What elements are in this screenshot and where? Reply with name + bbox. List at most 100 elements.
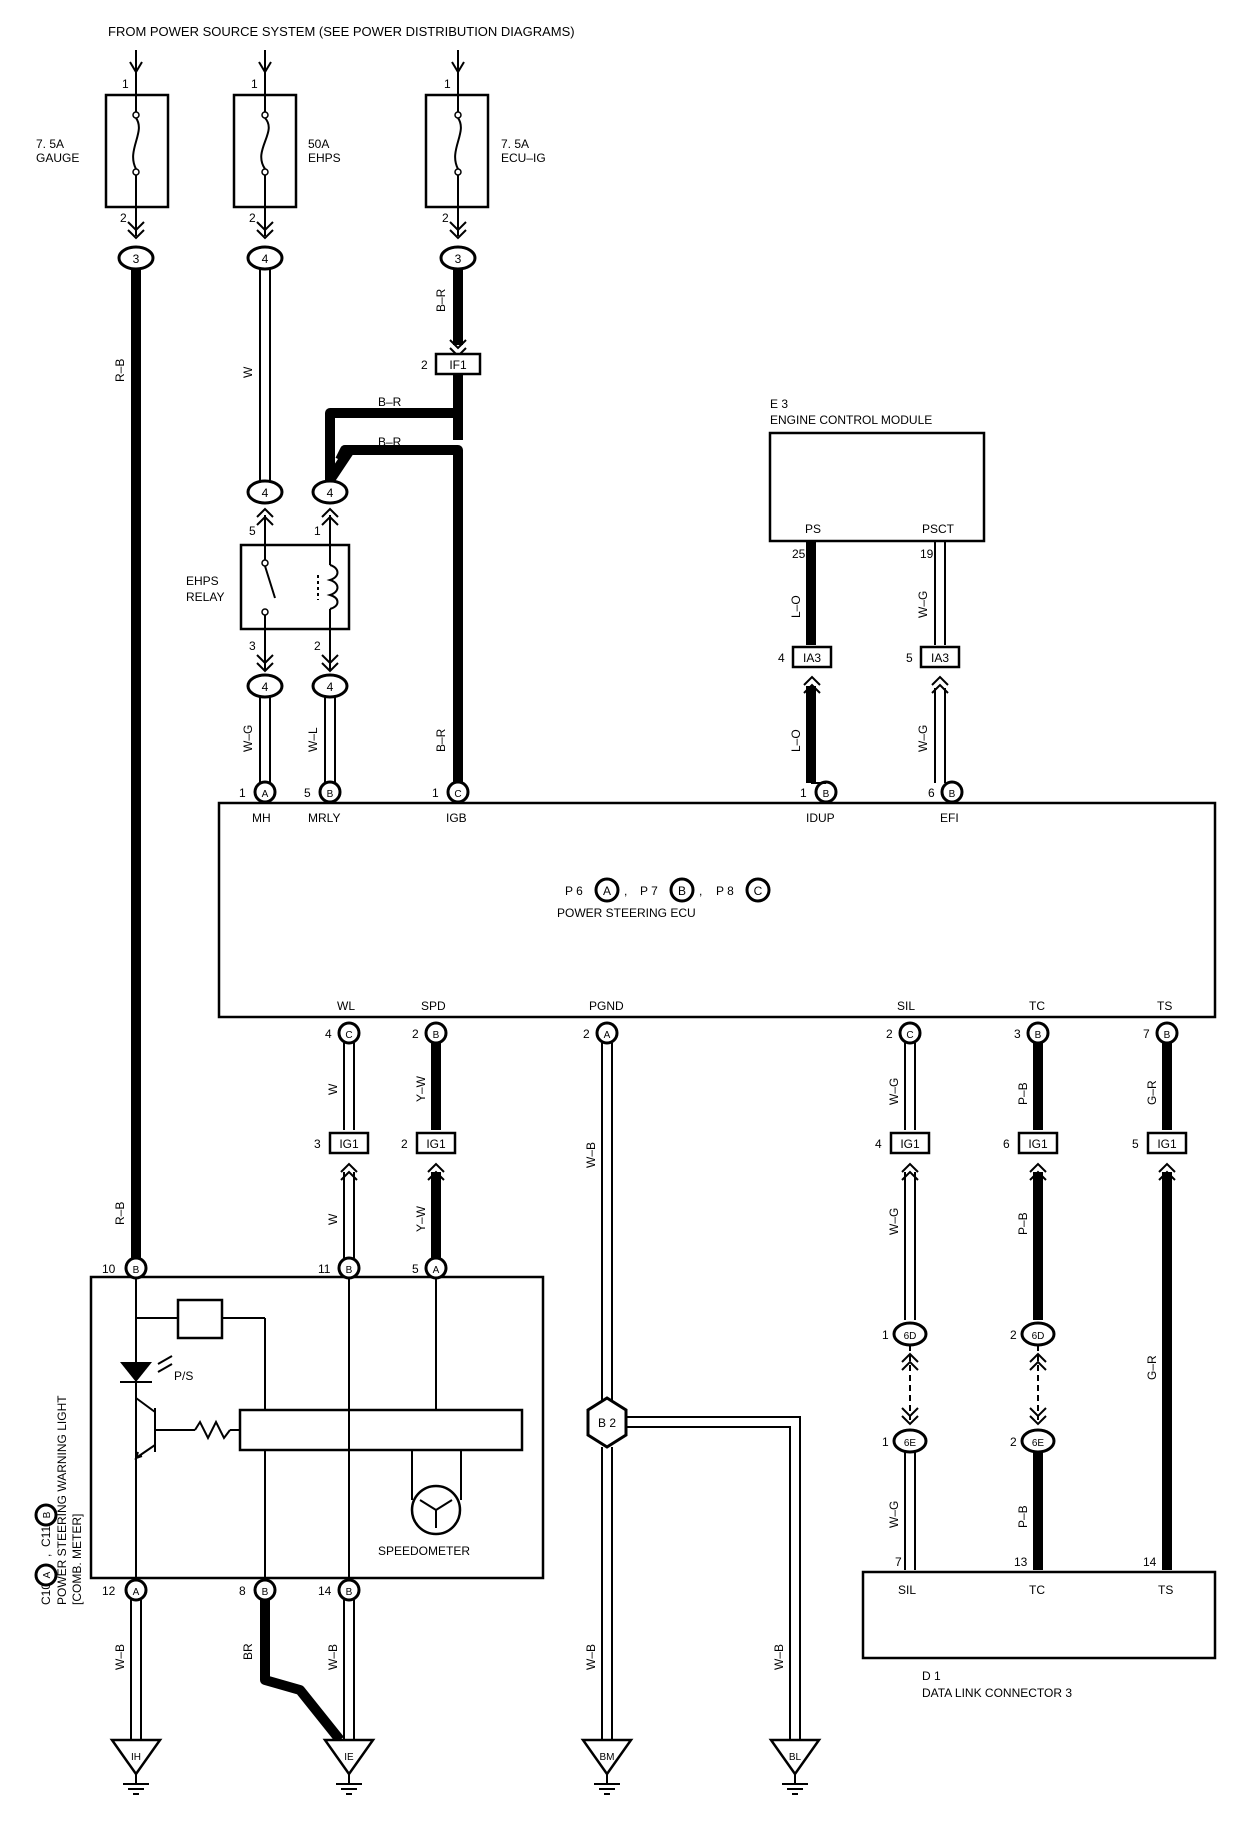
connector-ia3-psct: IA3 5: [906, 645, 961, 669]
svg-text:B: B: [433, 1030, 440, 1041]
connector-ig1-tc: IG1 6: [1003, 1131, 1059, 1155]
svg-text:5: 5: [304, 786, 311, 800]
svg-text:2: 2: [401, 1137, 408, 1151]
fuse-gauge-rating: 7. 5A: [36, 137, 64, 151]
svg-text:MRLY: MRLY: [308, 811, 340, 825]
svg-text:PGND: PGND: [589, 999, 624, 1013]
svg-text:L–O: L–O: [789, 729, 803, 752]
ecu-pin-ts: TS B 7: [1143, 999, 1179, 1045]
wire-w-ehps: [259, 269, 271, 481]
svg-text:25: 25: [792, 547, 806, 561]
fuse-gauge-pin-bottom: 2: [120, 211, 127, 225]
connector-gauge-out: 3: [117, 245, 155, 271]
ecm-id: E 3: [770, 397, 788, 411]
wire-wg-sil-bottom: [904, 1452, 916, 1570]
svg-text:A: A: [604, 1030, 611, 1041]
fuse-gauge-name: GAUGE: [36, 151, 79, 165]
svg-text:6: 6: [928, 786, 935, 800]
svg-text:,: ,: [699, 884, 702, 898]
svg-text:P 8: P 8: [716, 884, 734, 898]
svg-text:B–R: B–R: [434, 288, 448, 312]
svg-text:19: 19: [920, 547, 934, 561]
svg-text:POWER STEERING WARNING LIGHT: POWER STEERING WARNING LIGHT: [55, 1395, 69, 1605]
svg-text:10: 10: [102, 1262, 116, 1276]
svg-text:SIL: SIL: [898, 1583, 916, 1597]
fuse-ecu-rating: 7. 5A: [501, 137, 529, 151]
svg-text:P–B: P–B: [1016, 1212, 1030, 1235]
connector-ig1-wl: IG1 3: [314, 1131, 370, 1155]
svg-text:B–R: B–R: [378, 435, 402, 449]
svg-text:5: 5: [249, 524, 256, 538]
ehps-relay: EHPS RELAY: [186, 515, 351, 670]
svg-text:3: 3: [249, 639, 256, 653]
svg-text:IH: IH: [131, 1752, 141, 1763]
relay-label-2: RELAY: [186, 590, 224, 604]
svg-text:TC: TC: [1029, 999, 1045, 1013]
fuse-ecu-pin-bottom: 2: [442, 211, 449, 225]
svg-text:W–G: W–G: [916, 725, 930, 752]
svg-text:W: W: [326, 1213, 340, 1225]
connector-ig1-ts: IG1 5: [1132, 1131, 1188, 1155]
ecu-name: POWER STEERING ECU: [557, 906, 696, 920]
svg-text:IGB: IGB: [446, 811, 467, 825]
svg-text:B: B: [133, 1265, 140, 1276]
wire-wg-sil-mid: [904, 1172, 916, 1320]
svg-text:IA3: IA3: [931, 651, 949, 665]
meter-pin-10: B 10: [102, 1256, 148, 1280]
svg-text:14: 14: [1143, 1555, 1157, 1569]
connector-ia3-ps: IA3 4: [778, 645, 833, 669]
svg-text:A: A: [603, 884, 611, 898]
splice-b2: B 2: [586, 1396, 628, 1449]
svg-text:D 1: D 1: [922, 1669, 941, 1683]
svg-text:BR: BR: [241, 1643, 255, 1660]
svg-text:1: 1: [239, 786, 246, 800]
connector-relay-out-a: 4: [246, 673, 284, 699]
svg-text:,: ,: [39, 1554, 53, 1557]
svg-text:WL: WL: [337, 999, 355, 1013]
wire-wg-mh: [259, 697, 271, 783]
fuse-ehps-pin-bottom: 2: [249, 211, 256, 225]
svg-text:C: C: [754, 884, 763, 898]
fuse-ehps-rating: 50A: [308, 137, 329, 151]
svg-text:3: 3: [314, 1137, 321, 1151]
svg-text:2: 2: [412, 1027, 419, 1041]
connector-6e-tc: 6E 2: [1010, 1428, 1056, 1454]
svg-text:C: C: [454, 789, 461, 800]
svg-text:P–B: P–B: [1016, 1082, 1030, 1105]
svg-text:4: 4: [325, 1027, 332, 1041]
ecu-pin-pgnd: PGND A 2: [583, 999, 624, 1045]
wire-wb-ie: [343, 1600, 355, 1740]
connector-6d-sil: 6D 1: [882, 1321, 928, 1347]
svg-text:,: ,: [624, 884, 627, 898]
ecu-pin-idup: B 1 IDUP: [800, 780, 838, 825]
connector-ehps-out: 4: [246, 245, 284, 271]
fuse-gauge: 1 7. 5A GAUGE 2: [36, 50, 170, 239]
svg-text:1: 1: [882, 1435, 889, 1449]
wire-wb-ih: [130, 1600, 142, 1740]
fuse-ecu-ig: 1 7. 5A ECU–IG 2: [424, 50, 546, 239]
data-link-connector: 7 13 14 SIL TC TS D 1 DATA LINK CONNECTO…: [861, 1555, 1217, 1700]
svg-text:W–G: W–G: [241, 725, 255, 752]
svg-text:1: 1: [800, 786, 807, 800]
svg-text:3: 3: [1014, 1027, 1021, 1041]
svg-text:C11: C11: [39, 1526, 53, 1547]
wire-wb-bl: [626, 1416, 801, 1740]
svg-text:EFI: EFI: [940, 811, 959, 825]
svg-text:W–B: W–B: [113, 1644, 127, 1670]
svg-text:P 6: P 6: [565, 884, 583, 898]
ps-indicator-label: P/S: [174, 1369, 193, 1383]
svg-text:SIL: SIL: [897, 999, 915, 1013]
svg-text:W–B: W–B: [326, 1644, 340, 1670]
ecu-pin-mh: A 1 MH: [239, 780, 277, 825]
svg-text:8: 8: [239, 1584, 246, 1598]
svg-text:TS: TS: [1157, 999, 1172, 1013]
ground-bm: BM: [581, 1738, 633, 1796]
svg-text:W–G: W–G: [887, 1501, 901, 1528]
svg-text:13: 13: [1014, 1555, 1028, 1569]
svg-text:DATA LINK CONNECTOR 3: DATA LINK CONNECTOR 3: [922, 1686, 1072, 1700]
header-text: FROM POWER SOURCE SYSTEM (SEE POWER DIST…: [108, 24, 575, 39]
svg-text:3: 3: [455, 252, 462, 266]
ecu-pin-igb: C 1 IGB: [432, 780, 470, 825]
svg-text:G–R: G–R: [1145, 1355, 1159, 1380]
svg-text:4: 4: [875, 1137, 882, 1151]
